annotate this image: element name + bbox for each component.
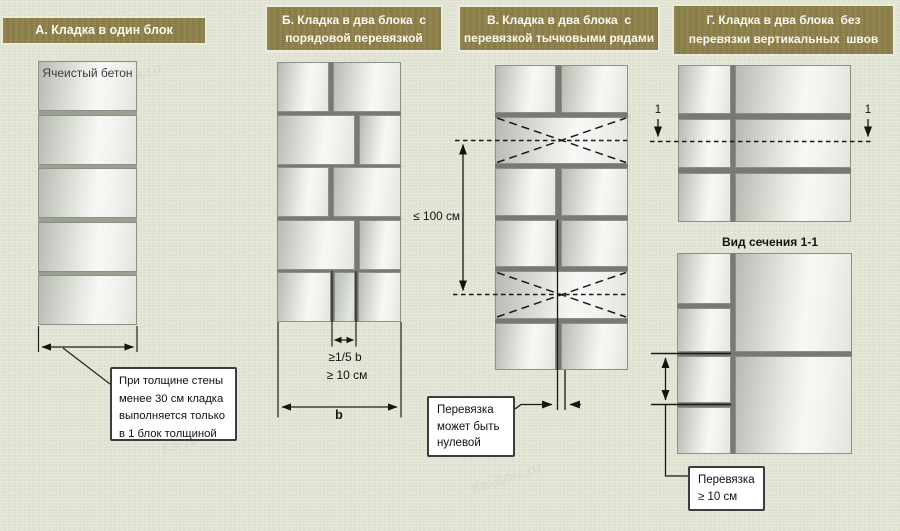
block — [560, 219, 628, 267]
panel-a-callout: При толщине стены менее 30 см кладка вып… — [110, 367, 237, 441]
block — [38, 275, 137, 325]
g-callout-leader — [664, 404, 688, 477]
block — [678, 118, 731, 168]
panel-a-title: А. Кладка в один блок — [3, 18, 205, 43]
max-height-label: ≤ 100 см — [413, 209, 460, 223]
block — [333, 62, 401, 112]
block — [38, 61, 137, 111]
block — [38, 114, 137, 165]
block — [735, 253, 852, 352]
block — [495, 322, 556, 370]
callout-text-line: ≥ 10 см — [698, 490, 738, 503]
block — [735, 172, 851, 222]
wall-width-label: b — [335, 408, 343, 422]
block — [495, 219, 556, 267]
block — [277, 272, 331, 322]
block — [357, 272, 401, 322]
block — [495, 65, 556, 113]
block — [495, 168, 556, 216]
callout-text-line: Перевязка — [437, 404, 494, 416]
wall-a — [38, 61, 137, 325]
panel-a-title-text: А. Кладка в один блок — [35, 23, 173, 37]
block — [735, 64, 851, 114]
section-mark-right-label: 1 — [864, 104, 872, 116]
block — [277, 167, 329, 217]
panel-v-callout: Перевязка может быть нулевой — [427, 396, 515, 457]
callout-text-line: может быть — [437, 420, 500, 433]
panel-v-title-line2: перевязкой тычковыми рядами — [463, 30, 655, 45]
block-offset — [333, 272, 355, 322]
callout-text-line: выполняется только — [119, 410, 225, 423]
block — [678, 64, 731, 114]
block — [677, 406, 731, 454]
block — [677, 307, 731, 352]
block — [359, 114, 401, 165]
overlap-min-label: ≥ 10 см — [326, 367, 368, 382]
callout-text-line: нулевой — [437, 437, 481, 450]
block — [735, 118, 851, 168]
panel-g-title-line1: Г. Кладка в два блока без — [706, 13, 861, 27]
callout-text-line: Перевязка — [698, 474, 755, 486]
panel-g-callout: Перевязка ≥ 10 см — [688, 466, 765, 511]
panel-v-title: В. Кладка в два блока с перевязкой тычко… — [460, 7, 658, 50]
wall-g-plan — [678, 64, 851, 222]
block — [333, 167, 401, 217]
block — [38, 168, 137, 218]
panel-b-title-line1: Б. Кладка в два блока с — [281, 12, 427, 27]
wall-b — [277, 62, 401, 322]
block — [560, 65, 628, 113]
panel-b-title-line2: порядовой перевязкой — [285, 30, 423, 45]
block — [735, 355, 852, 454]
section-view-title: Вид сечения 1-1 — [722, 234, 818, 249]
a-callout-leader — [62, 347, 111, 385]
v-callout-leader-arrow — [514, 400, 553, 410]
panel-g-title: Г. Кладка в два блока без перевязки верт… — [674, 6, 893, 54]
overlap-dimension-label: ≥1/5 b — [328, 350, 362, 364]
callout-text-line: менее 30 см кладка — [119, 392, 224, 405]
block-material-label: Ячеистый бетон — [42, 66, 133, 80]
callout-text-line: При толщине стены — [119, 375, 224, 387]
block — [677, 253, 731, 304]
panel-v-title-line1: В. Кладка в два блока с — [486, 12, 632, 27]
block — [359, 219, 401, 270]
block — [38, 221, 137, 272]
block-header-course — [495, 116, 628, 164]
block — [277, 114, 355, 165]
block — [560, 322, 628, 370]
callout-text-line: в 1 блок толщиной — [119, 427, 217, 440]
panel-g-title-line2: перевязки вертикальных швов — [688, 32, 879, 46]
section-mark-left-label: 1 — [654, 104, 662, 116]
block — [677, 355, 731, 403]
panel-b-title: Б. Кладка в два блока с порядовой перевя… — [267, 7, 441, 50]
block — [277, 62, 329, 112]
block — [277, 219, 355, 270]
block — [678, 172, 731, 222]
block — [560, 168, 628, 216]
